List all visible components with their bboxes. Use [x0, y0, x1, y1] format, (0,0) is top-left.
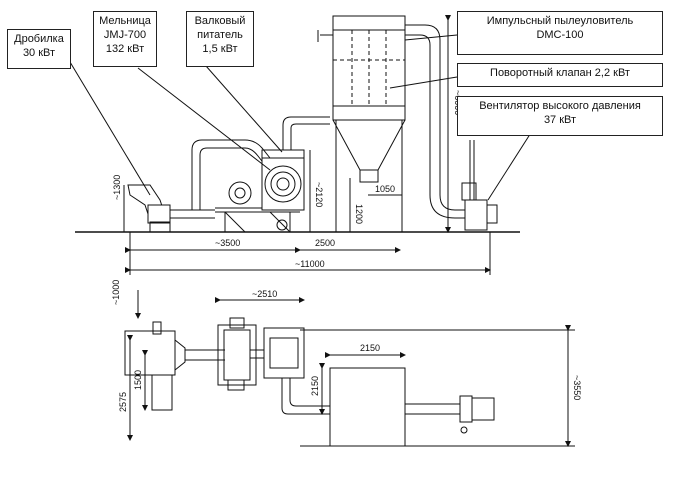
valve-label: Поворотный клапан 2,2 кВт [490, 67, 630, 79]
dim-11000: ~11000 [295, 259, 325, 269]
mill-shape [261, 149, 305, 211]
dim-3500: ~3500 [215, 238, 240, 248]
dim-3550: ~3550 [572, 375, 582, 400]
dim-1500: 1500 [133, 370, 143, 390]
dim-1300: ~1300 [112, 175, 122, 200]
crusher-power: 30 кВт [22, 47, 56, 59]
filter-model: DMC-100 [536, 29, 584, 41]
dim-2150-top: 2150 [360, 343, 380, 353]
filter-shape [317, 15, 406, 232]
filter-callout: Импульсный пылеуловитель DMC-100 [457, 11, 663, 55]
crusher-callout: Дробилка 30 кВт [7, 29, 71, 69]
dim-2500: 2500 [315, 238, 335, 248]
mill-callout: Мельница JMJ-700 132 кВт [93, 11, 157, 67]
crusher-label: Дробилка [14, 33, 64, 45]
crusher-shape [127, 184, 171, 233]
feeder-callout: Валковый питатель 1,5 кВт [186, 11, 254, 67]
dim-2120: ~2120 [314, 182, 324, 207]
dim-1050: 1050 [375, 184, 395, 194]
fan-shape [461, 140, 498, 231]
dim-1000: ~1000 [111, 280, 121, 305]
fan-label: Вентилятор высокого давления [479, 100, 641, 112]
fan-callout: Вентилятор высокого давления 37 кВт [457, 96, 663, 136]
mill-model: JMJ-700 [103, 29, 147, 41]
mill-power: 132 кВт [105, 43, 145, 55]
fan-power: 37 кВт [543, 114, 577, 126]
dim-2150-side: 2150 [310, 376, 320, 396]
valve-callout: Поворотный клапан 2,2 кВт [457, 63, 663, 87]
mill-label: Мельница [99, 15, 151, 27]
dim-2510: ~2510 [252, 289, 277, 299]
feeder-label-2: питатель [197, 29, 243, 41]
feeder-power: 1,5 кВт [202, 43, 238, 55]
dim-2575: 2575 [118, 392, 128, 412]
filter-label: Импульсный пылеуловитель [486, 15, 634, 27]
plan-view [124, 317, 495, 447]
dim-1200: 1200 [354, 204, 364, 224]
feeder-label-1: Валковый [194, 15, 246, 27]
